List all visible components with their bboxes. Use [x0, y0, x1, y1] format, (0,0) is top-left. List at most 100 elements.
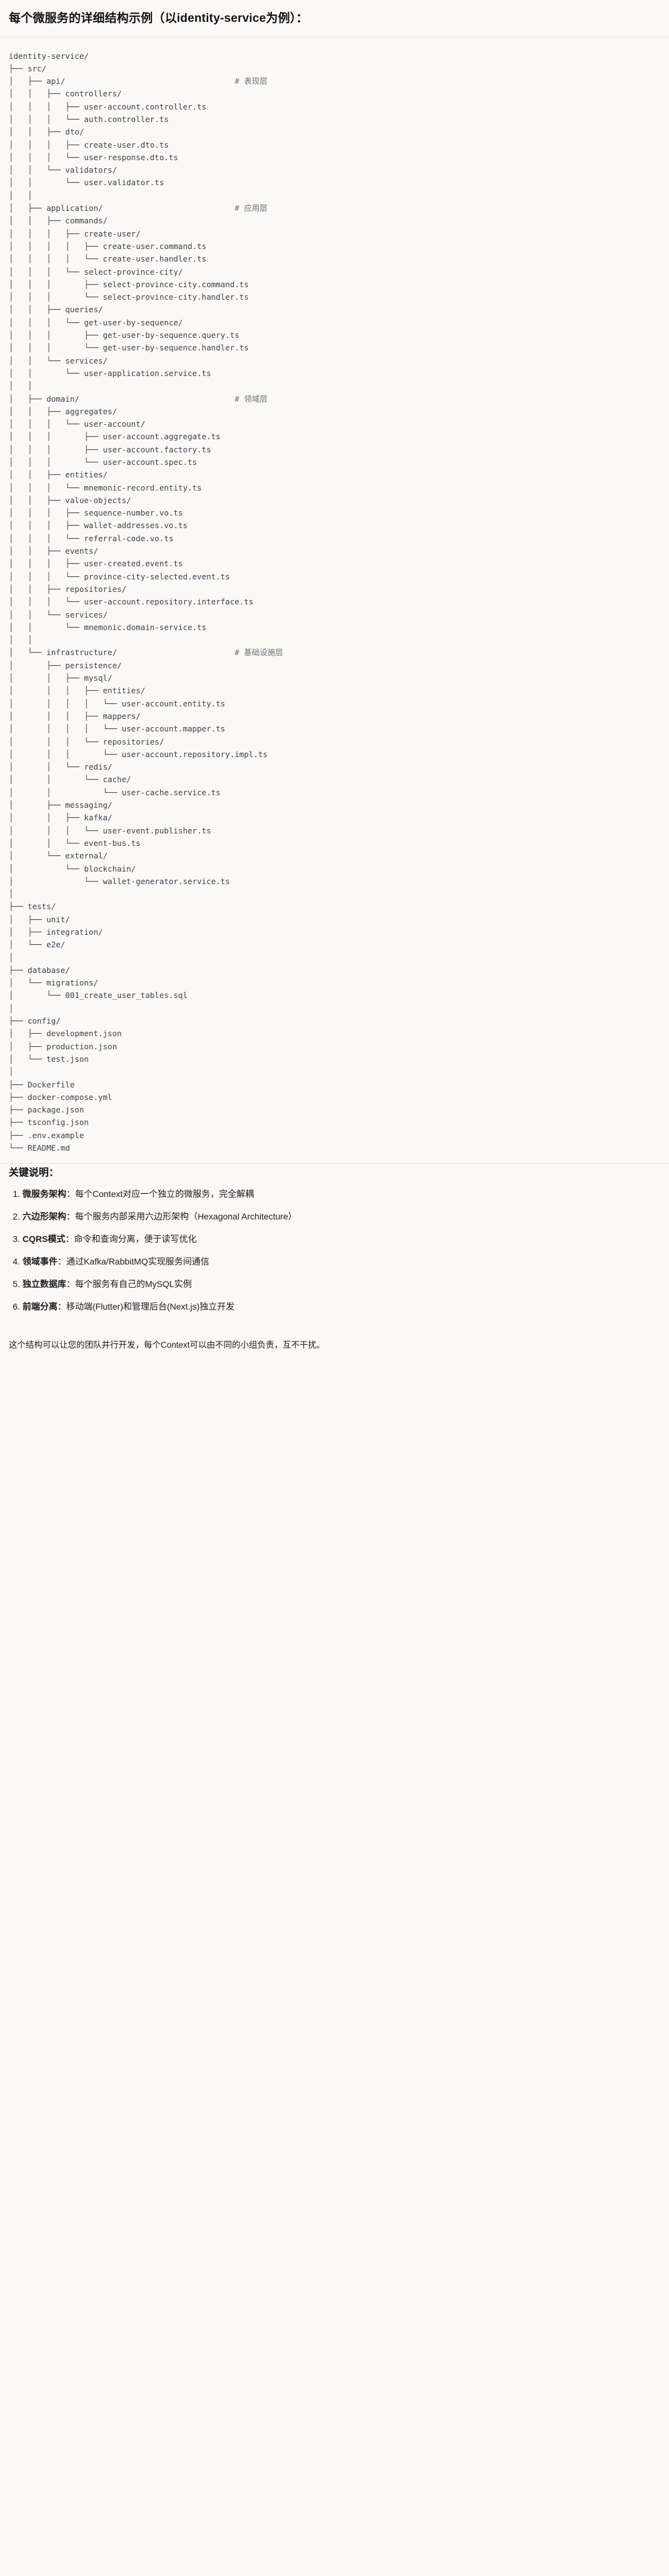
tree-line: │ │ │ ├── select-province-city.command.t…	[9, 279, 249, 289]
tree-line: │ │ │ ├── user-account.aggregate.ts	[9, 432, 221, 442]
tree-line: │ │ ├── queries/	[9, 305, 103, 315]
tree-line: │ │ │ │ └── user-account.mapper.ts	[9, 724, 226, 734]
key-note-separator: ：	[66, 1211, 75, 1222]
key-note-item: 前端分离：移动端(Flutter)和管理后台(Next.js)独立开发	[23, 1300, 660, 1313]
key-note-item: CQRS模式：命令和查询分离，便于读写优化	[23, 1233, 660, 1246]
key-note-item: 领域事件：通过Kafka/RabbitMQ实现服务间通信	[23, 1255, 660, 1268]
tree-line-comment: # 领域层	[234, 394, 268, 404]
tree-line: │ │ └── services/	[9, 609, 108, 619]
tree-line: │ ├── domain/ # 领域层	[9, 394, 268, 404]
tree-line: │ ├── unit/	[9, 914, 70, 924]
tree-line: │ └── infrastructure/ # 基础设施层	[9, 648, 283, 658]
tree-line: │ │ ├── controllers/	[9, 89, 122, 99]
tree-line: │ │ │ └── user-account/	[9, 419, 146, 429]
tree-line: │ │ │ ├── entities/	[9, 686, 146, 696]
page-title: 每个微服务的详细结构示例（以identity-service为例）：	[9, 12, 308, 25]
key-note-separator: ：	[65, 1234, 74, 1245]
tree-line: │ └── wallet-generator.service.ts	[9, 876, 230, 886]
tree-line: │	[9, 1003, 14, 1013]
tree-line: │	[9, 1067, 14, 1077]
tree-line: └── README.md	[9, 1143, 70, 1153]
key-note-item: 独立数据库：每个服务有自己的MySQL实例	[23, 1278, 660, 1291]
tree-line: │ │ │ └── mnemonic-record.entity.ts	[9, 482, 202, 492]
tree-line: │ └── 001_create_user_tables.sql	[9, 990, 188, 1000]
tree-line: ├── config/	[9, 1016, 61, 1026]
tree-line: │ ├── integration/	[9, 927, 103, 937]
tree-line: │ │ │ └── user-account.spec.ts	[9, 457, 198, 467]
tree-line: │ │ ├── mysql/	[9, 673, 113, 683]
key-note-description: 命令和查询分离，便于读写优化	[74, 1234, 197, 1245]
key-note-description: 每个服务有自己的MySQL实例	[75, 1279, 192, 1290]
tree-line: │ │ │ │ ├── create-user.command.ts	[9, 241, 207, 251]
tree-line: ├── tsconfig.json	[9, 1117, 89, 1128]
key-note-separator: ：	[58, 1301, 66, 1312]
key-note-description: 通过Kafka/RabbitMQ实现服务间通信	[66, 1256, 209, 1267]
tree-line: │ │ │ └── user-event.publisher.ts	[9, 825, 211, 835]
tree-line: │ │ └── cache/	[9, 775, 131, 785]
tree-line: │ │ └── user.validator.ts	[9, 178, 164, 188]
key-note-description: 移动端(Flutter)和管理后台(Next.js)独立开发	[66, 1301, 235, 1312]
tree-line: │ │ ├── value-objects/	[9, 495, 131, 505]
directory-tree-block: identity-service/ ├── src/ │ ├── api/ # …	[0, 37, 669, 1164]
tree-line: │ │ └── mnemonic.domain-service.ts	[9, 622, 207, 632]
key-note-term: CQRS模式	[23, 1234, 66, 1245]
tree-line: │ └── test.json	[9, 1054, 89, 1064]
key-note-term: 微服务架构	[23, 1189, 66, 1199]
tree-line: ├── tests/	[9, 902, 56, 912]
tree-line-comment: # 表现层	[234, 76, 268, 86]
tree-line: │ ├── development.json	[9, 1029, 122, 1039]
tree-line: │ │ │ └── user-account.repository.impl.t…	[9, 749, 268, 759]
tree-line-comment: # 应用层	[234, 203, 268, 213]
tree-line: ├── docker-compose.yml	[9, 1092, 113, 1102]
key-note-description: 每个Context对应一个独立的微服务，完全解耦	[75, 1189, 254, 1199]
closing-paragraph: 这个结构可以让您的团队并行开发，每个Context可以由不同的小组负责，互不干扰…	[9, 1340, 325, 1350]
key-notes-section: 关键说明： 微服务架构：每个Context对应一个独立的微服务，完全解耦六边形架…	[0, 1164, 669, 1327]
tree-line: │ │ │ ├── get-user-by-sequence.query.ts	[9, 330, 239, 340]
tree-line: │ │ └── user-application.service.ts	[9, 368, 211, 378]
key-note-separator: ：	[66, 1279, 75, 1290]
tree-line: ├── package.json	[9, 1105, 84, 1115]
key-note-term: 领域事件	[23, 1256, 58, 1267]
key-notes-title: 关键说明：	[9, 1168, 59, 1179]
tree-line: │ └── e2e/	[9, 940, 66, 950]
tree-line: │ │ │ ├── create-user/	[9, 228, 141, 238]
tree-line: │ │ ├── entities/	[9, 470, 108, 480]
tree-line: │	[9, 889, 14, 899]
tree-line: │ │ │ ├── sequence-number.vo.ts	[9, 508, 183, 518]
tree-line: │ │ │ ├── user-account.factory.ts	[9, 444, 211, 454]
tree-line: │ │	[9, 190, 33, 200]
tree-line: │ │ │ │ └── create-user.handler.ts	[9, 254, 207, 264]
tree-line-comment: # 基础设施层	[234, 648, 283, 658]
tree-line: │ │ │ └── get-user-by-sequence.handler.t…	[9, 343, 249, 353]
tree-line: │ │	[9, 635, 33, 645]
tree-line: │ │ │ │ └── user-account.entity.ts	[9, 698, 226, 708]
tree-line: │ │ ├── dto/	[9, 127, 84, 137]
tree-line: │ │ └── services/	[9, 355, 108, 365]
tree-line: │ │	[9, 381, 33, 391]
tree-line: │ │ ├── events/	[9, 546, 98, 556]
tree-line: │ │ │ └── get-user-by-sequence/	[9, 317, 183, 327]
key-note-term: 独立数据库	[23, 1279, 66, 1290]
tree-line: │ │ │ └── auth.controller.ts	[9, 114, 169, 124]
tree-line: │ └── migrations/	[9, 978, 98, 988]
tree-line: │ │ │ ├── create-user.dto.ts	[9, 140, 169, 150]
document-page: 每个微服务的详细结构示例（以identity-service为例）： ident…	[0, 0, 669, 1363]
tree-line: │ │ └── event-bus.ts	[9, 838, 141, 848]
title-divider	[0, 36, 669, 38]
tree-line: │ │ ├── aggregates/	[9, 406, 118, 416]
tree-line: │ └── external/	[9, 851, 108, 861]
key-note-term: 前端分离	[23, 1301, 58, 1312]
tree-line: │ └── blockchain/	[9, 863, 136, 873]
tree-line: ├── .env.example	[9, 1130, 84, 1140]
tree-line: │ │ │ ├── mappers/	[9, 711, 141, 721]
tree-line: │ │ ├── commands/	[9, 216, 108, 226]
tree-divider	[0, 1163, 669, 1164]
tree-line: │ │ └── user-cache.service.ts	[9, 787, 221, 797]
tree-line: │ │ │ └── select-province-city/	[9, 267, 183, 277]
tree-line: │ │ │ └── referral-code.vo.ts	[9, 533, 174, 543]
key-notes-list: 微服务架构：每个Context对应一个独立的微服务，完全解耦六边形架构：每个服务…	[9, 1188, 660, 1313]
directory-tree: identity-service/ ├── src/ │ ├── api/ # …	[9, 50, 660, 1155]
tree-line: │ │ │ └── province-city-selected.event.t…	[9, 571, 230, 581]
tree-line: │	[9, 952, 14, 962]
tree-line: │ │ │ └── user-response.dto.ts	[9, 152, 178, 162]
